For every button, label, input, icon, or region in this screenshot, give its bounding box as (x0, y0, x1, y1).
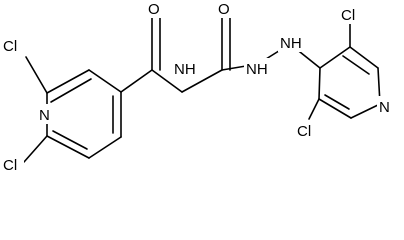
bond (52, 130, 88, 150)
atom-labels: Cl N Cl O NH O NH NH Cl N Cl (2, 0, 393, 174)
bond (88, 69, 122, 93)
atom-o-amide: O (148, 1, 160, 18)
atom-n-left-ring: N (39, 107, 50, 124)
atom-cl-bottom-right: Cl (297, 123, 311, 140)
bond (349, 46, 379, 69)
bond (25, 56, 48, 94)
bond (318, 67, 321, 100)
bond (308, 98, 320, 120)
bond (350, 103, 381, 119)
linker-chain (120, 13, 321, 93)
atom-cl-top-right: Cl (341, 7, 355, 24)
atom-cl-bottom-left: Cl (3, 157, 17, 174)
bond (319, 46, 351, 69)
atom-o-urea: O (218, 1, 230, 18)
right-pyridine-ring (308, 23, 381, 120)
bond (46, 69, 90, 94)
bond (151, 69, 183, 93)
bond (50, 78, 92, 103)
atom-nh-imide: NH (174, 61, 196, 78)
left-pyridine-ring (23, 56, 122, 163)
bond (46, 135, 90, 159)
bond (23, 135, 48, 163)
bond (318, 98, 352, 119)
structure-diagram: Cl N Cl O NH O NH NH Cl N Cl (2, 0, 393, 174)
atom-cl-top-left: Cl (3, 38, 17, 55)
atom-nh-hydrazide-2: NH (280, 35, 302, 52)
atom-n-right-ring: N (379, 99, 390, 116)
bond (342, 55, 370, 75)
molecule-drawing: Cl N Cl O NH O NH NH Cl N Cl (2, 0, 393, 174)
bond (181, 69, 223, 93)
bond (324, 94, 350, 110)
bond (120, 69, 153, 93)
atom-nh-hydrazide-1: NH (246, 61, 268, 78)
bond (88, 136, 122, 159)
